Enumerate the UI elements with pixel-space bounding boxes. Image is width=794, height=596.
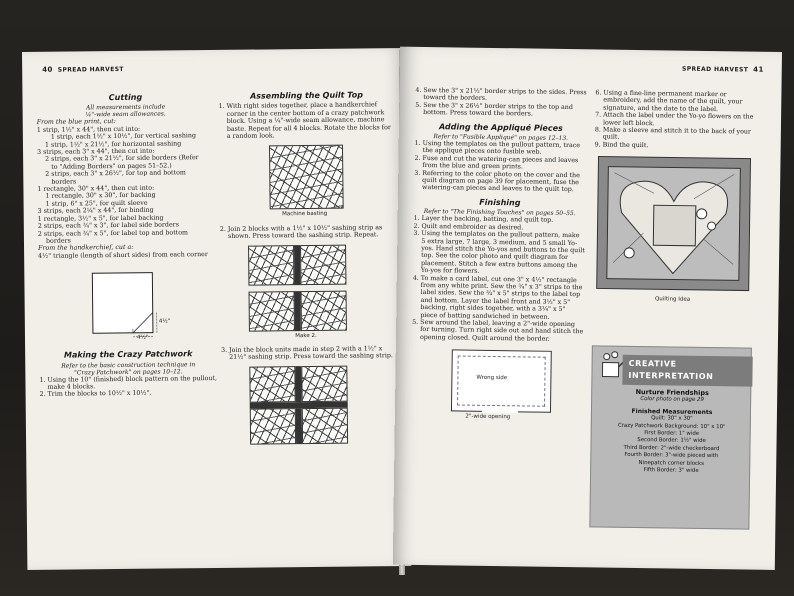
label-steps: 6. Using a fine-line permanent marker or… — [595, 89, 762, 151]
callout-title: CREATIVE INTERPRETATION — [622, 354, 753, 387]
running-title: SPREAD HARVEST — [681, 65, 749, 74]
applique-steps: 1. Using the templates on the pullout pa… — [414, 140, 587, 194]
right-col-1: 4. Sew the 3" x 21½" border strips to th… — [411, 87, 588, 423]
crazy-patchwork-steps: 1. Using the 10" (finished) block patter… — [39, 375, 217, 399]
cutting-heading: Cutting — [108, 92, 143, 103]
border-steps: 4. Sew the 3" x 21½" border strips to th… — [415, 87, 587, 119]
measurement-line: Fifth Border: 3" wide — [643, 467, 699, 474]
crazy-patchwork-heading: Making the Crazy Patchwork — [63, 349, 193, 360]
crazy-block — [301, 407, 349, 444]
cutting-list: From the blue print, cut:1 strip, 1½" x … — [37, 117, 216, 260]
callout-photo-ref: Color photo on page 29 — [640, 396, 704, 404]
finishing-step: 4. To make a card label, cut one 3" x 4½… — [412, 274, 583, 321]
make-2-caption: Make 2. — [295, 332, 317, 339]
sashing-row-top — [248, 244, 396, 286]
running-title: SPREAD HARVEST — [57, 65, 124, 74]
left-page: 40 SPREAD HARVEST Cutting All measuremen… — [22, 47, 412, 570]
label-diagram: Wrong side — [450, 349, 552, 414]
crazy-block — [248, 244, 295, 286]
quilting-idea-diagram — [596, 156, 752, 292]
right-col-2: 6. Using a fine-line permanent marker or… — [592, 89, 761, 304]
applique-heading: Adding the Appliqué Pieces — [438, 121, 563, 133]
crazy-step: 2. Trim the blocks to 10½" x 10½". — [39, 390, 152, 399]
applique-step: 3. Referring to the color photo on the c… — [414, 169, 580, 194]
crazy-block — [300, 244, 347, 285]
finishing-steps: 1. Layer the backing, batting, and quilt… — [412, 215, 586, 343]
label-step: 9. Bind the quilt. — [594, 141, 649, 149]
crazy-block — [249, 366, 296, 403]
border-step: 5. Sew the 3" x 26½" border strips to th… — [415, 101, 573, 118]
opening-caption: 2"-wide opening — [465, 413, 511, 421]
triangle-cut-diagram — [91, 272, 158, 338]
label-step: 6. Using a fine-line permanent marker or… — [595, 89, 743, 113]
assembling-step-3: 3. Join the block units made in step 2 w… — [221, 345, 393, 362]
cutting-line: 4½" triangle (length of short sides) fro… — [38, 250, 208, 260]
cutting-column: Cutting All measurements include ¼"-wide… — [36, 90, 217, 399]
assembling-heading: Assembling the Quilt Top — [249, 90, 363, 101]
machine-basting-diagram — [268, 145, 344, 210]
dimension-label-bottom: 4½" — [136, 334, 149, 341]
creative-interpretation-box: CREATIVE INTERPRETATION Nurture Friendsh… — [589, 345, 753, 530]
left-page-header: 40 SPREAD HARVEST — [42, 65, 124, 74]
handkerchief-diagram: 4½" 4½" — [78, 269, 175, 344]
assembling-step-1: 1. With right sides together, place a ha… — [218, 101, 391, 140]
callout-body: Nurture Friendships Color photo on page … — [597, 388, 746, 476]
dimension-label-right: 4½" — [158, 318, 171, 325]
right-page-header: SPREAD HARVEST 41 — [682, 65, 764, 74]
machine-basting-caption: Machine basting — [282, 211, 328, 218]
finishing-step: 5. Sew around the label, leaving a 2"-wi… — [412, 318, 584, 343]
page-number: 40 — [42, 65, 53, 74]
page-number: 41 — [753, 65, 764, 74]
watering-can-icon — [601, 351, 628, 378]
crazy-block — [300, 290, 347, 331]
measurements-list: Quilt: 30" x 30"Crazy Patchwork Backgrou… — [597, 415, 746, 476]
assembling-column: Assembling the Quilt Top 1. With right s… — [218, 88, 398, 445]
crazy-block — [249, 408, 297, 445]
finishing-step: 3. Using the templates on the pullout pa… — [413, 229, 585, 275]
quilting-idea-caption: Quilting Idea — [654, 295, 691, 303]
right-page: SPREAD HARVEST 41 4. Sew the 3" x 21½" b… — [392, 46, 782, 570]
wrong-side-label: Wrong side — [476, 374, 508, 382]
quilt-top-diagram — [249, 365, 349, 445]
assembling-step-2: 2. Join 2 blocks with a 1½" x 10½" sashi… — [219, 224, 383, 241]
crazy-block — [248, 290, 295, 332]
finishing-heading: Finishing — [479, 197, 521, 208]
callout-title-line-2: INTERPRETATION — [628, 370, 714, 382]
crazy-block — [301, 365, 348, 402]
sashing-row-bottom — [248, 290, 397, 332]
